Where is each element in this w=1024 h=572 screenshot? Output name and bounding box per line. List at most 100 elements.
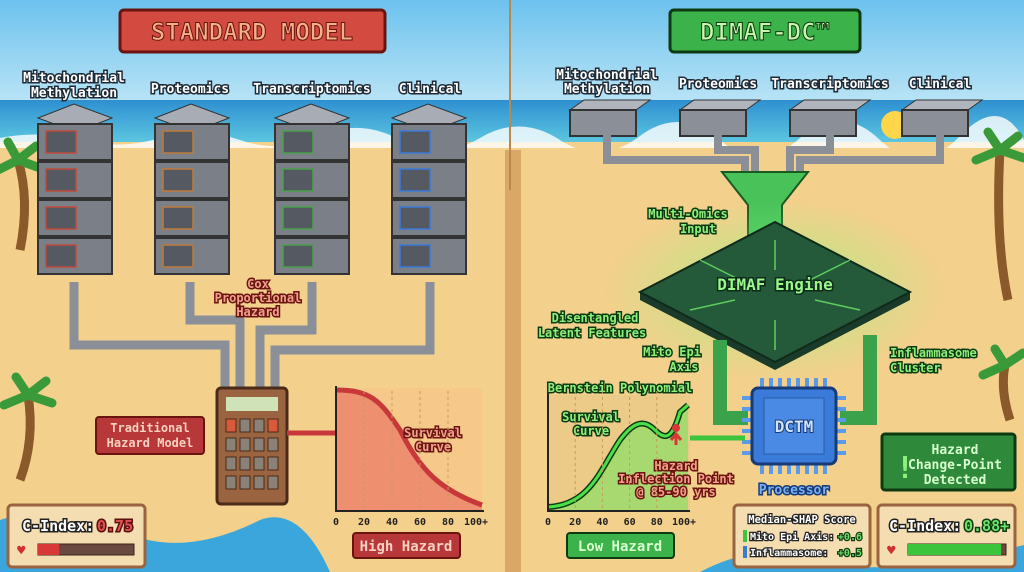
axis-tick-label: 20 [569, 517, 581, 528]
median-shap-panel: Median-SHAP Score Mito Epi Axis: +0.6 In… [732, 503, 872, 569]
calculator-key [225, 475, 237, 490]
high-hazard-badge: High Hazard [352, 532, 461, 559]
survival-curve [335, 387, 483, 508]
server-stack-icon [390, 103, 468, 275]
server-stack-icon [153, 103, 231, 275]
cox-label: Proportional [215, 291, 302, 305]
cindex-value: 0.75 [97, 517, 133, 535]
inflection-label: Hazard [654, 459, 697, 473]
source-label-proteomics: Proteomics [151, 82, 229, 97]
heart-icon: ♥ [887, 543, 896, 559]
health-bar-fill [908, 544, 1002, 555]
calculator-key [267, 418, 279, 433]
source-label-clinical: Clinical [909, 77, 972, 92]
chart-title: Bernstein Polynomial [548, 381, 693, 395]
svg-text:DCTM: DCTM [775, 417, 814, 436]
health-bar-fill [38, 544, 60, 555]
right-cindex-panel: C-Index: 0.88+ ♥ [876, 503, 1017, 569]
palm-tree-icon [978, 344, 1024, 422]
calculator-key [225, 456, 237, 471]
axis-tick-label: 20 [358, 517, 370, 528]
calculator-key [253, 418, 265, 433]
traditional-hazard-model-label: Traditional Hazard Model [95, 416, 205, 455]
curve-label: Survival [562, 410, 620, 424]
processor-label: Processor [759, 483, 830, 498]
curve-label: Survival [404, 426, 462, 440]
svg-text:DIMAF-DC™: DIMAF-DC™ [700, 18, 830, 46]
calculator-icon [215, 386, 289, 506]
change-point-alert: ! Hazard Change-Point Detected [880, 432, 1017, 492]
calculator-key [253, 456, 265, 471]
axis-tick-label: 60 [624, 517, 636, 528]
calculator-key [225, 418, 237, 433]
exclamation-icon: ! [896, 451, 914, 486]
svg-text:Low Hazard: Low Hazard [578, 539, 662, 555]
inflection-label: @ 85-90 yrs [636, 485, 715, 499]
curve-label: Curve [415, 440, 451, 454]
cindex-label: C-Index: [22, 517, 94, 535]
svg-text:STANDARD MODEL: STANDARD MODEL [151, 18, 353, 46]
shap-row-label: Mito Epi Axis: [750, 531, 834, 543]
server-stacks [36, 103, 468, 275]
latent-label: Latent Features [538, 326, 646, 340]
axis-label: Axis [670, 360, 699, 374]
calculator-key [225, 437, 237, 452]
calculator-key [239, 475, 251, 490]
axis-tick-label: 60 [414, 517, 426, 528]
input-label: Input [680, 222, 716, 236]
calculator-key [267, 456, 279, 471]
calculator-key [239, 437, 251, 452]
right-survival-chart: Bernstein Polynomial Survival Curve Haza… [545, 380, 735, 529]
palm-tree-icon [0, 137, 45, 251]
axis-tick-label: 0 [545, 517, 551, 528]
shap-row-label: Inflammasome: [750, 548, 828, 559]
axis-tick-label: 80 [651, 517, 663, 528]
source-label-clinical: Clinical [399, 82, 462, 97]
calculator-key [267, 437, 279, 452]
source-label-mito: Mitochondrial [556, 68, 658, 83]
svg-text:Hazard Model: Hazard Model [107, 436, 194, 450]
curve-label: Curve [573, 424, 609, 438]
dimaf-engine-chip: DIMAF Engine [637, 220, 913, 370]
surf [0, 115, 1024, 159]
axis-tick-label: 0 [333, 517, 339, 528]
axis-tick-label: 80 [442, 517, 454, 528]
calculator-key [267, 475, 279, 490]
calculator-key [253, 437, 265, 452]
cox-label: Hazard [236, 305, 279, 319]
axis-label: Inflammasome [890, 346, 977, 360]
shap-swatch [743, 546, 747, 558]
latent-label: Disentangled [552, 311, 639, 325]
left-cindex-panel: C-Index: 0.75 ♥ [6, 503, 147, 569]
calculator-key [253, 475, 265, 490]
palm-tree-icon [0, 372, 57, 482]
axis-label: Cluster [890, 361, 941, 375]
standard-model-title: STANDARD MODEL [118, 8, 387, 54]
shap-row-value: +0.5 [838, 548, 862, 559]
source-label-methylation: Methylation [564, 82, 650, 97]
latent-pipes [713, 335, 877, 425]
server-stack-icon [36, 103, 114, 275]
shap-title: Median-SHAP Score [748, 514, 855, 526]
palm-tree-icon [971, 127, 1024, 301]
source-label-mito: Mitochondrial [23, 71, 125, 86]
server-stack-icon [273, 103, 351, 275]
dimaf-title: DIMAF-DC™ [668, 8, 862, 54]
cox-label: Cox [247, 277, 269, 291]
divider-sandbar [505, 150, 521, 572]
cindex-value: 0.88+ [964, 517, 1009, 535]
shap-row-value: +0.6 [838, 532, 862, 543]
calculator-key [239, 418, 251, 433]
axis-tick-label: 100+ [464, 517, 488, 528]
input-pipes [603, 135, 944, 175]
svg-text:Traditional: Traditional [110, 421, 189, 435]
axis-tick-label: 40 [596, 517, 608, 528]
shap-swatch [743, 530, 747, 542]
dctm-processor-chip: DCTM [742, 378, 846, 474]
inflection-label: Inflection Point [618, 472, 734, 486]
input-label: Multi-Omics [648, 207, 727, 221]
calculator-key [239, 456, 251, 471]
source-label-proteomics: Proteomics [679, 77, 757, 92]
axis-label: Mito Epi [643, 345, 701, 359]
